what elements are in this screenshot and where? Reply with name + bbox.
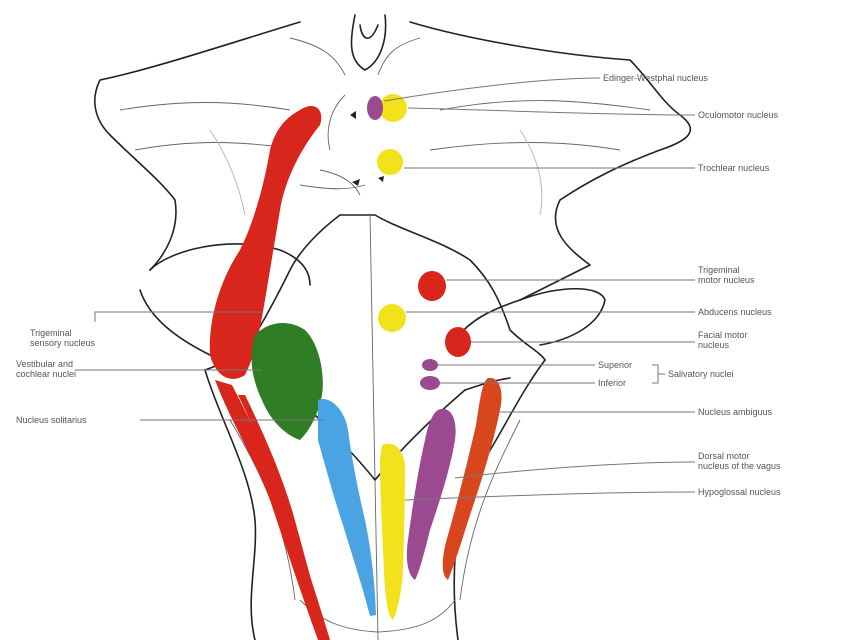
midline-mark-3: [378, 176, 384, 182]
leader-hypoglossal: [405, 492, 695, 500]
label-trochlear: Trochlear nucleus: [698, 163, 770, 173]
label-trigeminal-motor-line1: Trigeminal: [698, 265, 740, 275]
label-superior: Superior: [598, 360, 632, 370]
label-trigeminal-motor: Trigeminal motor nucleus: [698, 265, 755, 285]
edinger-westphal-nucleus: [367, 96, 383, 120]
label-dorsal-vagus-line1: Dorsal motor: [698, 451, 750, 461]
midline-mark-1: [350, 111, 356, 119]
hypoglossal-nucleus: [380, 444, 405, 620]
leader-salivatory-bracket: [652, 365, 665, 383]
leader-edinger: [384, 78, 600, 101]
abducens-nucleus: [378, 304, 406, 332]
label-trigeminal-motor-line2: motor nucleus: [698, 275, 755, 285]
vestibular-cochlear-nuclei: [251, 323, 322, 440]
label-facial-motor: Facial motor nucleus: [698, 330, 750, 350]
label-edinger-westphal: Edinger-Westphal nucleus: [603, 73, 708, 83]
label-vestibular-cochlear-line1: Vestibular and: [16, 359, 73, 369]
label-vestibular-cochlear: Vestibular and cochlear nuclei: [16, 359, 76, 379]
labels-right: Edinger-Westphal nucleus Oculomotor nucl…: [598, 73, 781, 497]
nucleus-solitarius: [318, 399, 376, 616]
label-abducens: Abducens nucleus: [698, 307, 772, 317]
label-inferior: Inferior: [598, 378, 626, 388]
label-facial-motor-line2: nucleus: [698, 340, 730, 350]
leader-dorsal-vagus: [455, 462, 695, 478]
label-oculomotor: Oculomotor nucleus: [698, 110, 779, 120]
leader-lines: [75, 78, 695, 500]
label-solitarius: Nucleus solitarius: [16, 415, 87, 425]
superior-salivatory-nucleus: [422, 359, 438, 371]
inferior-salivatory-nucleus: [420, 376, 440, 390]
trochlear-nucleus: [377, 149, 403, 175]
labels-left: Trigeminal sensory nucleus Vestibular an…: [16, 328, 96, 425]
label-ambiguus: Nucleus ambiguus: [698, 407, 773, 417]
label-dorsal-vagus-line2: nucleus of the vagus: [698, 461, 781, 471]
leader-oculomotor: [408, 108, 695, 115]
label-dorsal-vagus: Dorsal motor nucleus of the vagus: [698, 451, 781, 471]
label-trigeminal-sensory-line1: Trigeminal: [30, 328, 72, 338]
label-trigeminal-sensory: Trigeminal sensory nucleus: [30, 328, 96, 348]
label-facial-motor-line1: Facial motor: [698, 330, 748, 340]
trigeminal-motor-nucleus: [418, 271, 446, 301]
label-vestibular-cochlear-line2: cochlear nuclei: [16, 369, 76, 379]
label-trigeminal-sensory-line2: sensory nucleus: [30, 338, 96, 348]
label-hypoglossal: Hypoglossal nucleus: [698, 487, 781, 497]
label-salivatory: Salivatory nuclei: [668, 369, 734, 379]
facial-motor-nucleus: [445, 327, 471, 357]
